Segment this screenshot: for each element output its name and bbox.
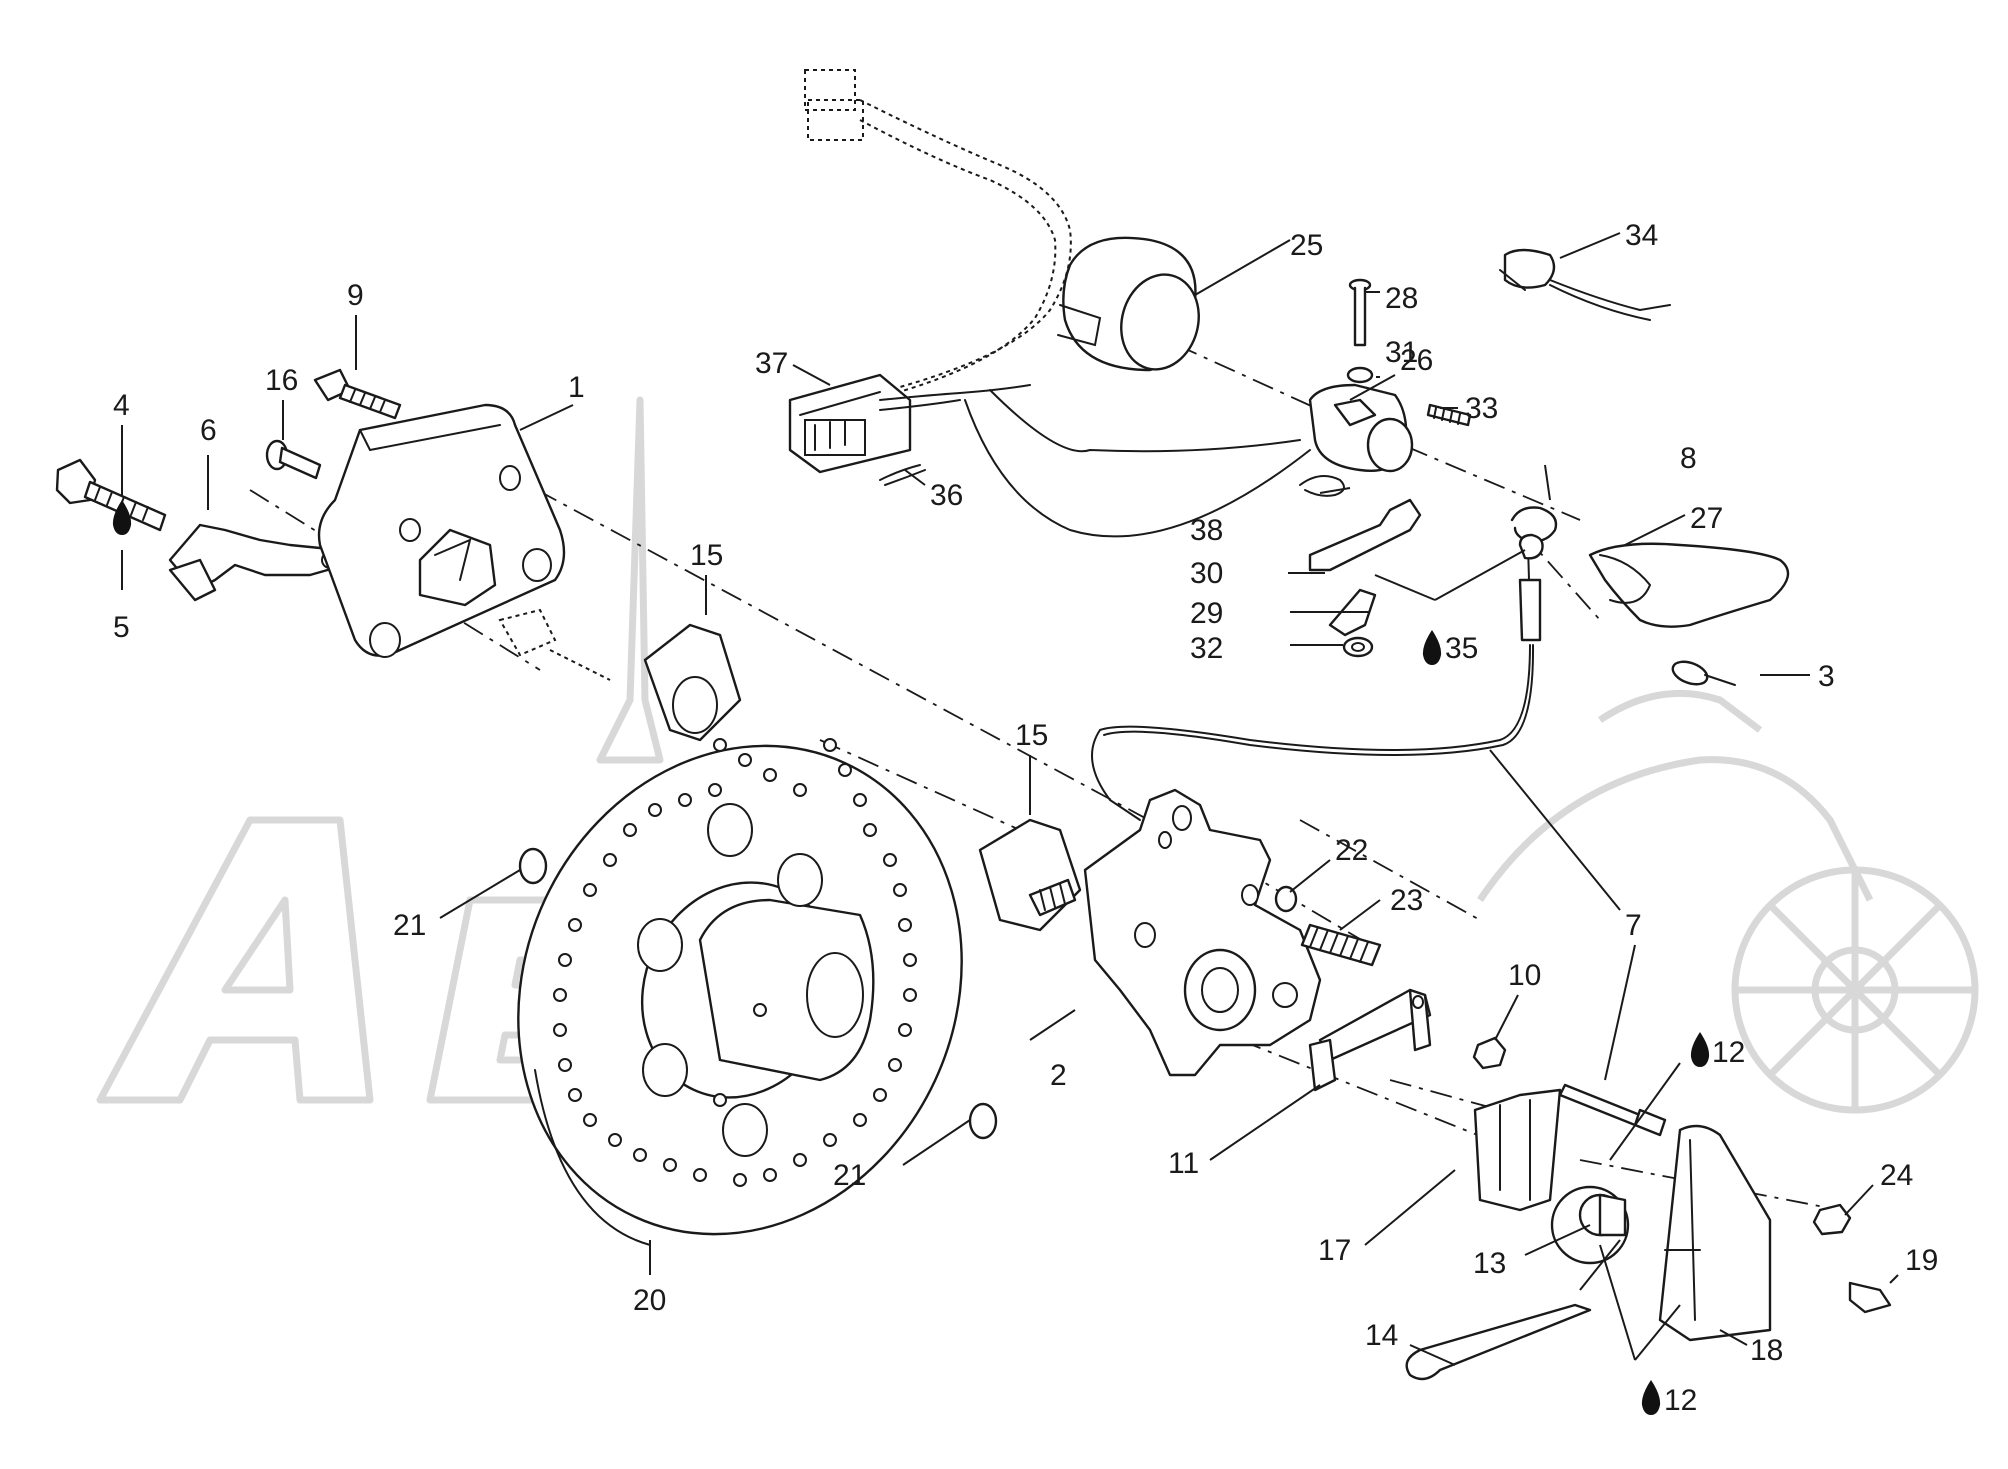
- part-25-boot: [1057, 236, 1200, 372]
- part-10-nut: [1472, 1036, 1507, 1070]
- part-1-caliper-bracket: [317, 403, 566, 658]
- callout-16: 16: [265, 364, 298, 397]
- callout-5: 5: [113, 611, 130, 644]
- part-17-clip: [1473, 1088, 1562, 1212]
- callout-38: 38: [1190, 514, 1223, 547]
- part-3-cable-tie: [1671, 660, 1736, 686]
- part-2-caliper-body: [1083, 788, 1322, 1077]
- part-15-bush-left: [643, 623, 742, 742]
- callout-4: 4: [113, 389, 130, 422]
- part-16-pin: [265, 439, 322, 480]
- callout-22: 22: [1335, 834, 1368, 867]
- callout-10: 10: [1508, 959, 1541, 992]
- part-9-bolt: [313, 368, 402, 420]
- callout-7: 7: [1625, 909, 1642, 942]
- callout-13: 13: [1473, 1247, 1506, 1280]
- part-36-clip: [879, 464, 926, 486]
- callout-35: 35: [1445, 632, 1478, 665]
- part-4-bolt: [55, 458, 167, 532]
- callout-20: 20: [633, 1284, 666, 1317]
- part-37-connector: [788, 373, 1031, 474]
- callout-23: 23: [1390, 884, 1423, 917]
- part-20-brake-disc: [517, 738, 963, 1246]
- callout-34: 34: [1625, 219, 1658, 252]
- callout-12: 12: [1664, 1384, 1697, 1417]
- callout-labels: 1 2 3 4 5 6 7 7 8 9 10 11 12 12 13 14 15…: [113, 219, 1938, 1417]
- oil-drop-icon: [1690, 1032, 1710, 1067]
- callout-15: 15: [1015, 719, 1048, 752]
- part-28-pin: [1348, 278, 1372, 347]
- callout-21: 21: [833, 1159, 866, 1192]
- callout-2: 2: [1050, 1059, 1067, 1092]
- callout-25: 25: [1290, 229, 1323, 262]
- oil-drop-icon: [1641, 1380, 1661, 1415]
- part-33-set-screw: [1426, 403, 1472, 427]
- callout-6: 6: [200, 414, 217, 447]
- wires: [964, 389, 1311, 538]
- callout-17: 17: [1318, 1234, 1351, 1267]
- callout-1: 1: [568, 371, 585, 404]
- part-7-rod: [1558, 1083, 1667, 1137]
- part-23-spring: [1300, 923, 1382, 967]
- callout-19: 19: [1905, 1244, 1938, 1277]
- part-26-lever-housing: [1308, 383, 1414, 473]
- part-11-bracket: [1308, 988, 1432, 1092]
- callout-3: 3: [1818, 660, 1835, 693]
- callout-37: 37: [755, 347, 788, 380]
- leader-lines: [121, 232, 1899, 1366]
- oil-drop-icon: [112, 500, 132, 535]
- part-32-nut: [1342, 636, 1374, 658]
- part-31-washer: [1346, 366, 1374, 384]
- part-19-small-bracket: [1848, 1281, 1892, 1314]
- callout-36: 36: [930, 479, 963, 512]
- callout-8: 8: [1680, 442, 1697, 475]
- oil-drop-icon: [1422, 630, 1442, 665]
- callout-29: 29: [1190, 597, 1223, 630]
- part-14-split-pin: [1405, 1303, 1592, 1381]
- callout-32: 32: [1190, 632, 1223, 665]
- callout-11: 11: [1168, 1147, 1199, 1180]
- callout-9: 9: [347, 279, 364, 312]
- callout-21: 21: [393, 909, 426, 942]
- part-21-o-ring-upper: [518, 847, 548, 885]
- callout-15: 15: [690, 539, 723, 572]
- disc-vent-holes: [553, 738, 917, 1187]
- part-30-lever: [1308, 498, 1422, 572]
- callout-24: 24: [1880, 1159, 1913, 1192]
- part-34-switch: [1499, 248, 1671, 321]
- part-8-circlip: [1510, 506, 1558, 543]
- part-7-cable: [1091, 533, 1544, 821]
- dotted-pad-pin: [498, 608, 611, 681]
- callout-26: 26: [1400, 344, 1433, 377]
- part-27-brake-lever: [1588, 542, 1790, 628]
- callout-31: 31: [1385, 336, 1418, 369]
- part-15-bush-right: [978, 818, 1082, 932]
- electrical-harness-dotted: [804, 69, 1072, 401]
- callout-30: 30: [1190, 557, 1223, 590]
- part-24-nut: [1812, 1203, 1852, 1236]
- callout-14: 14: [1365, 1319, 1398, 1352]
- callout-27: 27: [1690, 502, 1723, 535]
- callout-28: 28: [1385, 282, 1418, 315]
- callout-12: 12: [1712, 1036, 1745, 1069]
- callout-33: 33: [1465, 392, 1498, 425]
- part-22-washer: [1274, 885, 1298, 913]
- callout-18: 18: [1750, 1334, 1783, 1367]
- part-21-o-ring-lower: [968, 1102, 998, 1140]
